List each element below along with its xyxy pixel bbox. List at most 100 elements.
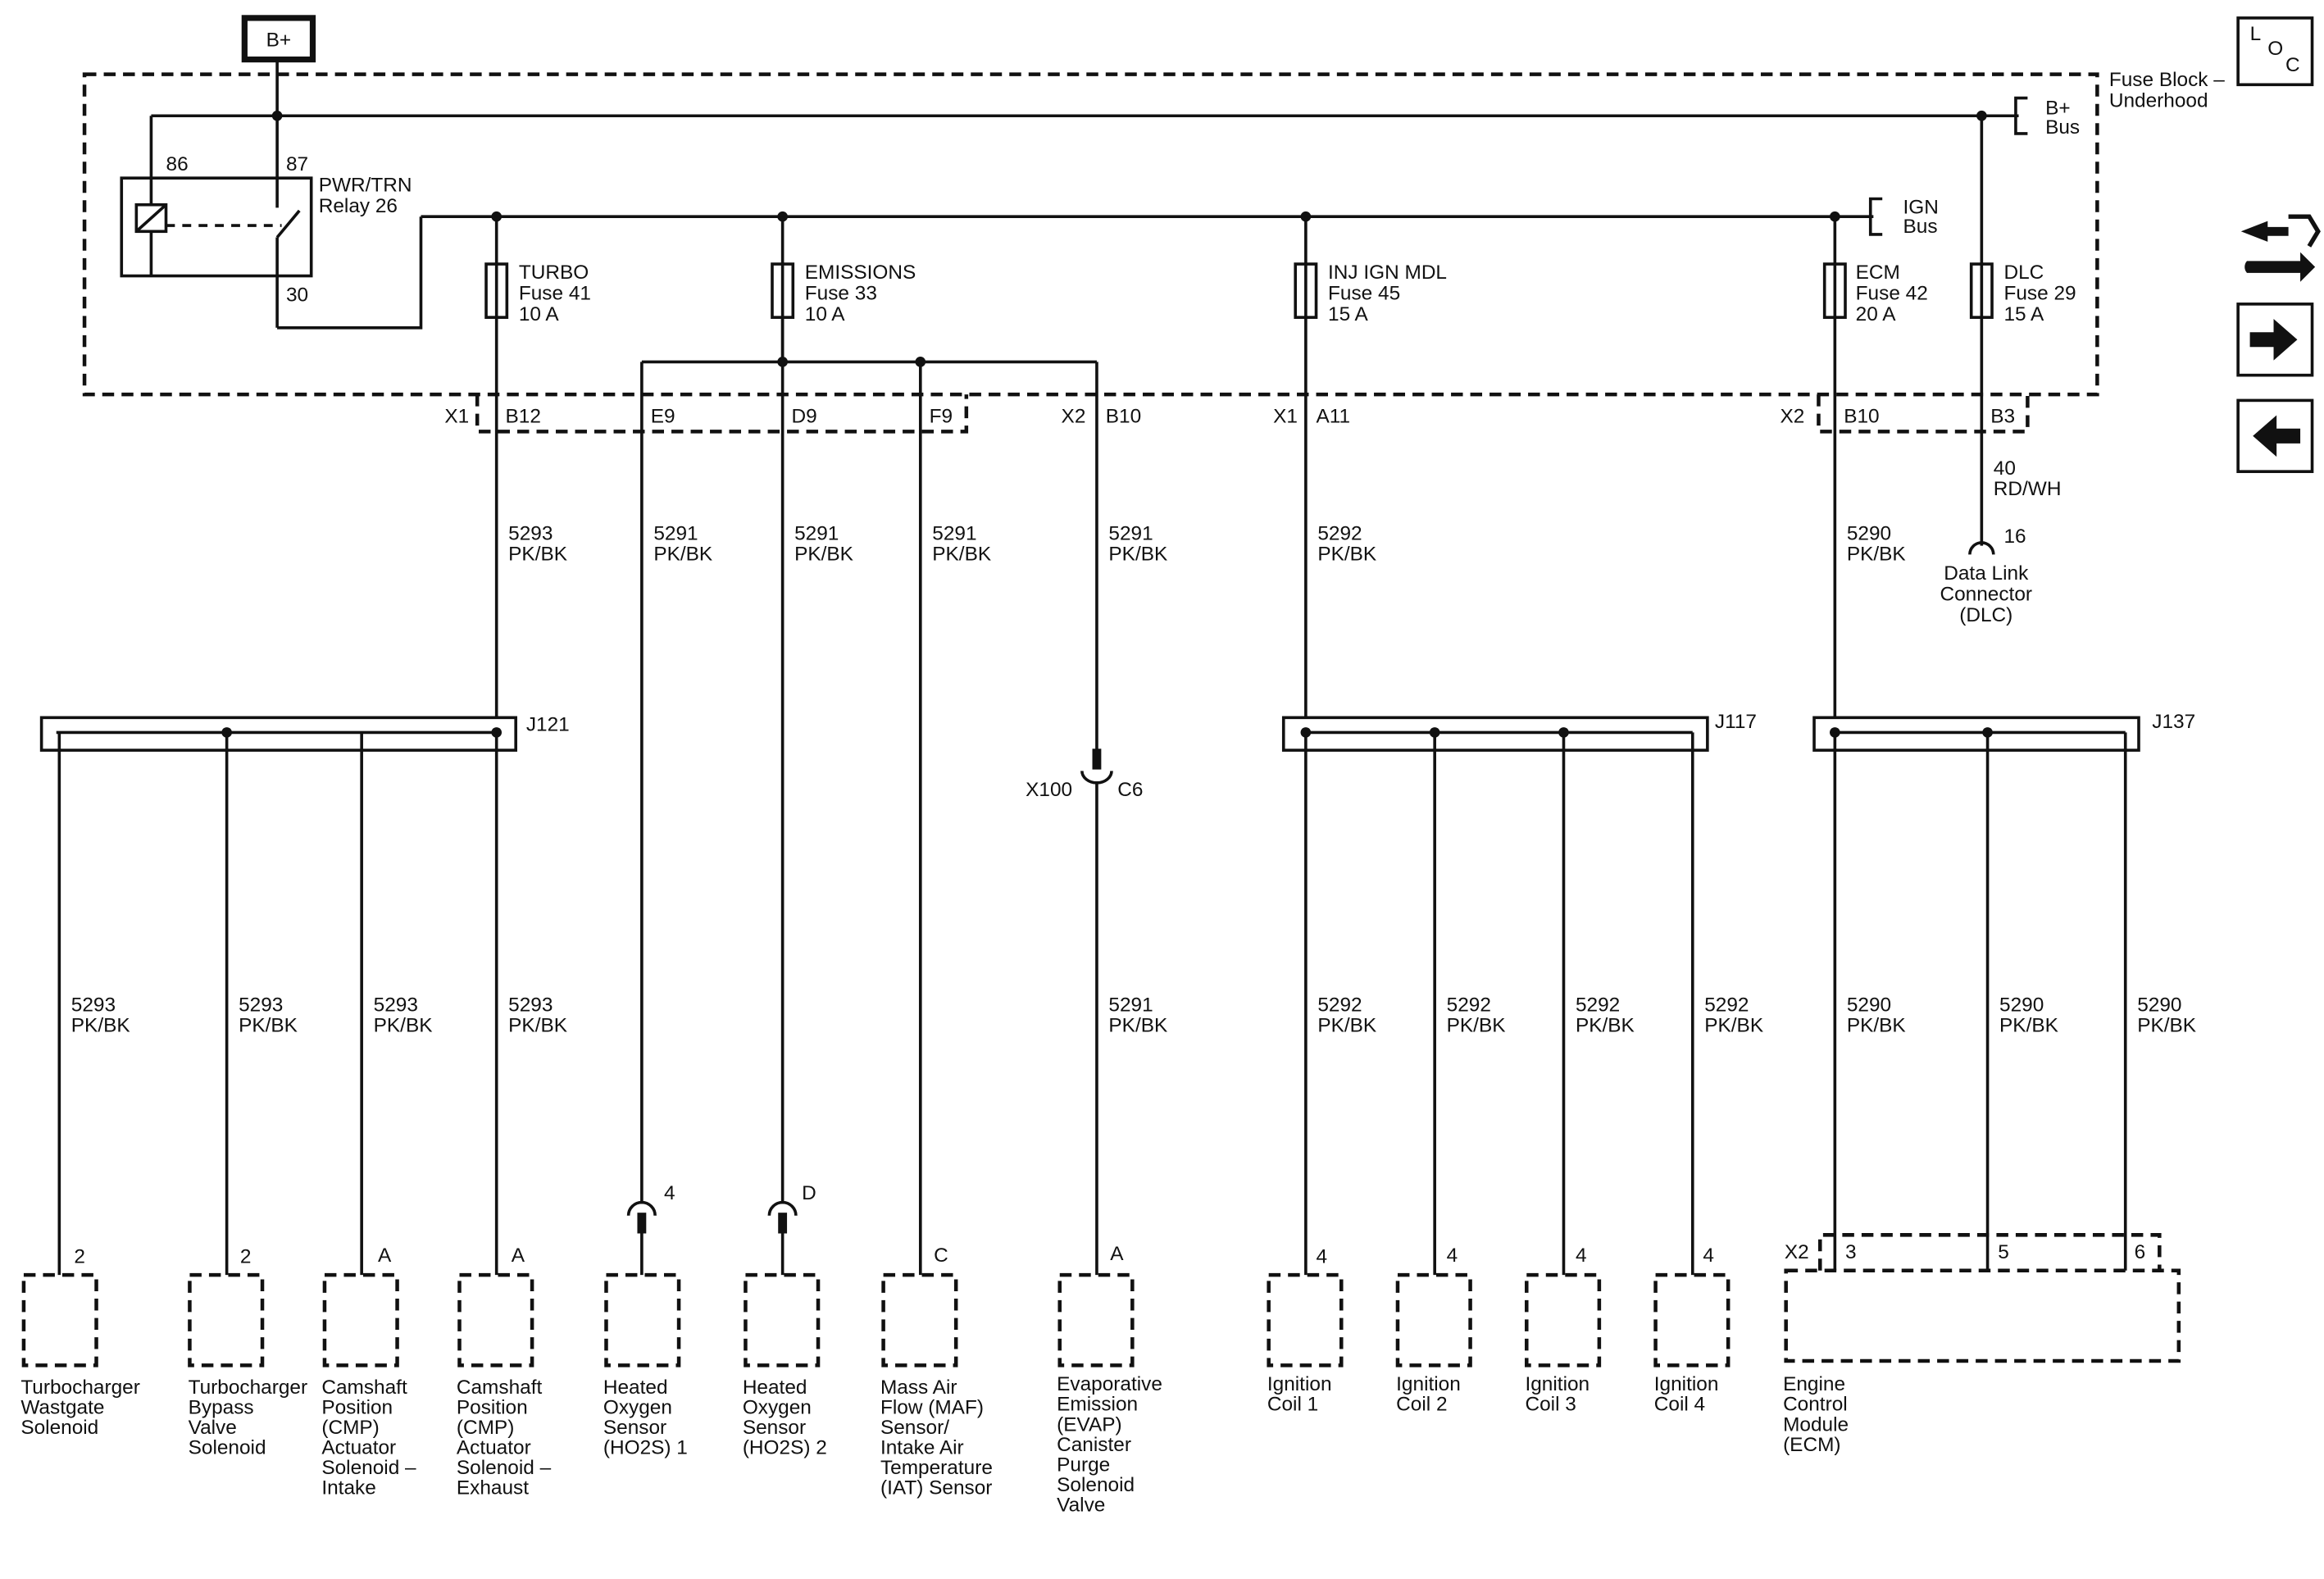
svg-text:B3: B3 (1990, 406, 2015, 428)
svg-text:5290: 5290 (1847, 994, 1891, 1016)
connector-labels: X1 B12 E9 D9 F9 X2 B10 X1 A11 X2 B10 B3 (444, 406, 2015, 428)
svg-text:X2: X2 (1780, 406, 1804, 428)
component-label-line: Solenoid – (457, 1457, 552, 1479)
svg-text:5291: 5291 (1108, 522, 1153, 544)
svg-text:PK/BK: PK/BK (508, 1015, 567, 1037)
component-label-line: Mass Air (880, 1377, 957, 1399)
fuse-block-outline (82, 72, 2099, 397)
relay-pin-87: 87 (286, 153, 308, 175)
svg-text:5291: 5291 (653, 522, 698, 544)
svg-text:B+: B+ (2045, 97, 2071, 119)
arrow-right-icon[interactable] (2236, 303, 2314, 377)
svg-text:15 A: 15 A (2003, 303, 2044, 325)
svg-text:Fuse 42: Fuse 42 (1856, 282, 1928, 304)
svg-text:F9: F9 (930, 406, 953, 428)
fuse-emissions: EMISSIONS Fuse 33 10 A (771, 216, 916, 325)
component-label-line: Position (321, 1396, 393, 1418)
svg-text:5293: 5293 (71, 994, 116, 1016)
svg-text:X100: X100 (1026, 779, 1072, 801)
svg-text:5291: 5291 (932, 522, 976, 544)
component-label-line: (ECM) (1783, 1434, 1840, 1456)
component-label-line: Module (1783, 1413, 1849, 1436)
svg-text:C: C (934, 1245, 948, 1267)
component-label-line: Camshaft (457, 1377, 543, 1399)
power-source: B+ (241, 15, 316, 116)
svg-text:5291: 5291 (794, 522, 839, 544)
svg-text:B12: B12 (506, 406, 541, 428)
svg-text:Fuse 33: Fuse 33 (805, 282, 877, 304)
svg-text:20 A: 20 A (1856, 303, 1897, 325)
svg-text:C: C (2285, 54, 2300, 76)
svg-text:J121: J121 (526, 714, 570, 736)
svg-text:4: 4 (1576, 1245, 1587, 1267)
relay-number: Relay 26 (319, 195, 398, 217)
svg-text:5290: 5290 (2137, 994, 2181, 1016)
component-label-line: Ignition (1396, 1373, 1461, 1395)
bplus-bus-label: B+ Bus (2045, 97, 2080, 139)
svg-text:5290: 5290 (1847, 522, 1891, 544)
component-label-line: Solenoid (1057, 1474, 1135, 1496)
component-pin-labels: 2 2 A A C A 4 4 4 4 X2 3 5 6 (74, 1241, 2145, 1267)
svg-text:PK/BK: PK/BK (1576, 1015, 1635, 1037)
svg-text:5292: 5292 (1576, 994, 1620, 1016)
arrow-left-icon[interactable] (2236, 398, 2314, 473)
svg-text:5290: 5290 (1999, 994, 2044, 1016)
svg-text:Fuse 45: Fuse 45 (1328, 282, 1400, 304)
svg-text:(DLC): (DLC) (1959, 604, 2012, 626)
component-boxes (21, 1233, 2181, 1367)
svg-text:E9: E9 (651, 406, 675, 428)
component-label-line: Evaporative (1057, 1373, 1162, 1395)
svg-text:PK/BK: PK/BK (239, 1015, 298, 1037)
splice-j137: J137 (1812, 711, 2195, 752)
svg-text:4: 4 (1703, 1245, 1714, 1267)
svg-text:PK/BK: PK/BK (653, 544, 712, 566)
svg-text:Bus: Bus (2045, 116, 2080, 139)
svg-text:Fuse 29: Fuse 29 (2003, 282, 2076, 304)
svg-text:RD/WH: RD/WH (1994, 478, 2062, 500)
svg-text:10 A: 10 A (519, 303, 560, 325)
pwr-trn-relay: 86 87 30 PWR/TRN Relay 26 (120, 116, 423, 330)
inline-connector-x100: X100 C6 (1026, 749, 1143, 1276)
component-label-line: Solenoid (20, 1417, 98, 1439)
component-label-line: (CMP) (457, 1417, 514, 1439)
loc-icon[interactable]: L O C (2236, 16, 2314, 87)
wrench-connector-icon[interactable] (2240, 214, 2321, 282)
component-label-line: Solenoid (189, 1437, 266, 1459)
svg-text:D: D (802, 1182, 816, 1204)
component-label-line: (EVAP) (1057, 1413, 1122, 1436)
component-label-line: Sensor (603, 1417, 666, 1439)
fuse-dlc: DLC Fuse 29 15 A (1969, 116, 2076, 325)
svg-text:5: 5 (1998, 1241, 2009, 1263)
svg-text:Fuse 41: Fuse 41 (519, 282, 591, 304)
svg-text:L: L (2250, 23, 2262, 45)
svg-text:Data Link: Data Link (1944, 562, 2029, 585)
svg-text:5293: 5293 (508, 994, 553, 1016)
splice-j121: J121 (39, 714, 570, 752)
svg-text:J137: J137 (2152, 711, 2195, 733)
component-label-line: (IAT) Sensor (880, 1477, 992, 1499)
svg-text:PK/BK: PK/BK (1108, 1015, 1167, 1037)
component-label-line: Turbocharger (189, 1377, 308, 1399)
component-label-line: Ignition (1267, 1373, 1332, 1395)
component-label-line: Heated (743, 1377, 807, 1399)
svg-text:5292: 5292 (1317, 522, 1362, 544)
component-label-line: Flow (MAF) (880, 1396, 984, 1418)
svg-text:TURBO: TURBO (519, 262, 589, 284)
component-label-line: Control (1783, 1394, 1848, 1416)
component-label-line: Temperature (880, 1457, 993, 1479)
component-label-line: Intake (321, 1477, 375, 1499)
component-label-line: Ignition (1525, 1373, 1590, 1395)
svg-text:3: 3 (1845, 1241, 1857, 1263)
svg-text:Bus: Bus (1903, 216, 1938, 238)
svg-text:INJ IGN MDL: INJ IGN MDL (1328, 262, 1447, 284)
